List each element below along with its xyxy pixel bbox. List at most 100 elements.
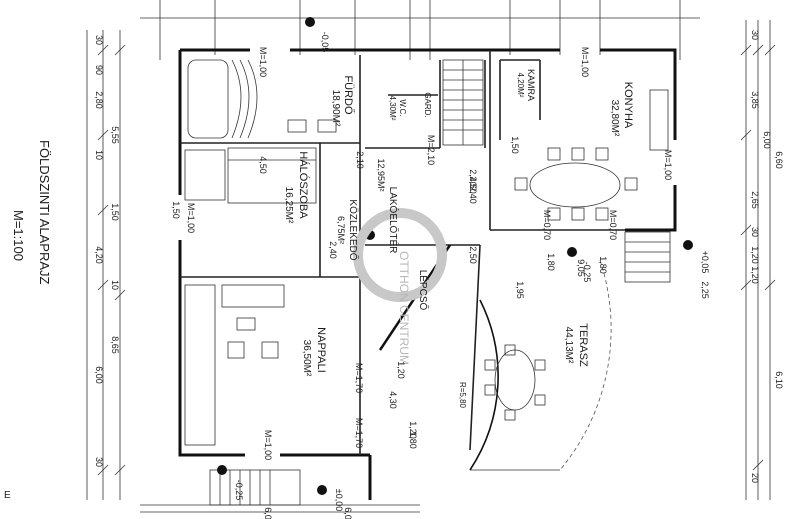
terrace-table xyxy=(484,344,546,421)
dimension-label-right: 1,20 xyxy=(750,266,760,284)
room-area-furdo: 18,90M² xyxy=(330,90,341,127)
plan-scale: M=1:100 xyxy=(11,210,26,261)
room-name-kozlekedo: KÖZLEKEDŐ xyxy=(347,199,361,260)
dimension-label-inner: 1,95 xyxy=(515,281,525,299)
dimension-label-inner: 1,80 xyxy=(408,431,418,449)
room-name-furdo: FÜRDŐ xyxy=(342,75,356,115)
entrance-steps xyxy=(209,231,671,506)
room-area-terasz: 44,13M² xyxy=(563,327,574,364)
living-room-furniture xyxy=(184,284,285,446)
dimension-label-inner: 2,25 xyxy=(700,281,710,299)
room-name-kamra: KAMRA xyxy=(526,69,536,101)
dimension-label-right: 6,10 xyxy=(774,371,784,389)
dimension-labels-right: 30 3,85 6,006,60 2,65 30 1,20 1,20 6,10 20 xyxy=(750,30,784,483)
dimension-lines xyxy=(86,0,776,513)
dimension-label-inner: 2,40 xyxy=(468,169,478,187)
dimension-label-inner: 2,50 xyxy=(468,176,478,194)
level-mark-label: +0,05 xyxy=(700,251,710,274)
dimension-label-inner: 1,80 xyxy=(546,253,556,271)
dimension-label-inner: 1,50 xyxy=(171,201,181,219)
room-name-lepcso: LÉPCSŐ xyxy=(417,270,431,311)
dimension-label-inner: 1,50 xyxy=(510,136,520,154)
level-markers xyxy=(217,17,693,495)
staircase xyxy=(442,59,484,146)
dimension-label-right: 6,60 xyxy=(774,151,784,169)
dimension-label-left: 1,50 xyxy=(110,203,120,221)
window-mark: M=1,70 xyxy=(354,363,364,393)
level-mark-label: -0,25 xyxy=(234,480,244,501)
dimension-label-right: 6,00 xyxy=(762,131,772,149)
room-name-haloszoba: HÁLÓSZOBA xyxy=(297,151,310,219)
dimension-label-inner: 1,20 xyxy=(408,421,418,439)
dimension-label-inner: 2,10 xyxy=(355,151,365,169)
bathtub xyxy=(187,59,337,139)
exterior-walls xyxy=(178,48,677,500)
level-mark-label: -0,25 xyxy=(582,262,592,283)
window-mark: M=0,70 xyxy=(542,210,552,240)
room-area-haloszoba: 16,25M² xyxy=(283,187,294,224)
dimension-label-inner: 1,80 xyxy=(598,256,608,274)
room-area-kamra: 4,20M² xyxy=(516,73,525,98)
dimension-label-inner: 4,50 xyxy=(258,156,268,174)
level-mark-labels: -0,05 +0,05 -0,25 -0,25 ±0,00 xyxy=(234,32,710,511)
room-name-nappali: NAPPALI xyxy=(315,327,327,373)
window-mark: M=2,10 xyxy=(426,135,436,165)
dimension-label-inner: 9,05 xyxy=(576,259,586,277)
dimension-label-bottom: 6,00 xyxy=(343,507,353,519)
watermark: OTTHON CENTRUM xyxy=(353,208,447,365)
dimension-label-left: 8,65 xyxy=(110,336,120,354)
level-mark-label: -0,05 xyxy=(320,32,330,53)
dimension-label-left: 2,80 xyxy=(94,91,104,109)
dimension-label-inner: 2,40 xyxy=(468,186,478,204)
dimension-labels-left: 30 90 2,80 10 5,55 1,50 4,20 10 8,65 6,00 30 xyxy=(94,35,120,467)
dimension-label-inner: 2,40 xyxy=(328,241,338,259)
window-mark: M=1,00 xyxy=(186,203,196,233)
room-name-wc: W.C. xyxy=(398,99,407,116)
kitchen-dining-table xyxy=(514,89,669,221)
plan-title: FÖLDSZINTI ALAPRAJZ xyxy=(37,140,52,285)
window-mark: M=1,00 xyxy=(258,47,268,77)
room-area-nappali: 36,50M² xyxy=(301,340,312,377)
dimension-label-left: 30 xyxy=(94,35,104,45)
watermark-text: OTTHON CENTRUM xyxy=(397,251,411,365)
window-mark: M=1,00 xyxy=(263,430,273,460)
room-name-terasz: TERASZ xyxy=(577,323,589,367)
dimension-label-left: 90 xyxy=(94,65,104,75)
dimension-label-inner: 1,20 xyxy=(396,361,406,379)
terrace-outer-arc xyxy=(559,259,612,471)
bed xyxy=(184,147,317,204)
dimension-label-right: 3,85 xyxy=(750,91,760,109)
dimension-label-right: 30 xyxy=(750,227,760,237)
dimension-label-left: 4,20 xyxy=(94,246,104,264)
dimension-label-inner: 4,30 xyxy=(388,391,398,409)
terrace-curve xyxy=(469,299,499,471)
level-mark-label: ±0,00 xyxy=(334,489,344,511)
room-name-lakoeloter: LAKÓELŐTÉR xyxy=(387,187,401,254)
dimension-label-right: 30 xyxy=(750,30,760,40)
room-area-lakoeloter: 12,95M² xyxy=(376,158,386,191)
window-mark: M=1,00 xyxy=(663,150,673,180)
dimension-label-left: 5,55 xyxy=(110,126,120,144)
room-area-konyha: 32,80M² xyxy=(609,100,620,137)
room-name-konyha: KONYHA xyxy=(622,82,634,129)
edge-mark: E xyxy=(4,490,11,501)
window-mark: M=0,70 xyxy=(608,210,618,240)
room-area-kozlekedo: 6,75M² xyxy=(336,216,346,244)
dimension-label-left: 30 xyxy=(94,457,104,467)
room-area-wc: 4,30M² xyxy=(388,96,397,121)
label-garden: GARD. xyxy=(423,92,432,117)
dimension-label-right: 20 xyxy=(750,473,760,483)
dimension-label-right: 1,20 xyxy=(750,246,760,264)
dimension-label-left: 10 xyxy=(110,280,120,290)
window-mark: M=1,00 xyxy=(580,47,590,77)
dimension-label-left: 10 xyxy=(94,150,104,160)
dimension-label-right: 2,65 xyxy=(750,191,760,209)
window-mark: M=1,70 xyxy=(354,418,364,448)
dimension-label-left: 6,00 xyxy=(94,366,104,384)
label-radius: R=5,80 xyxy=(458,382,467,409)
